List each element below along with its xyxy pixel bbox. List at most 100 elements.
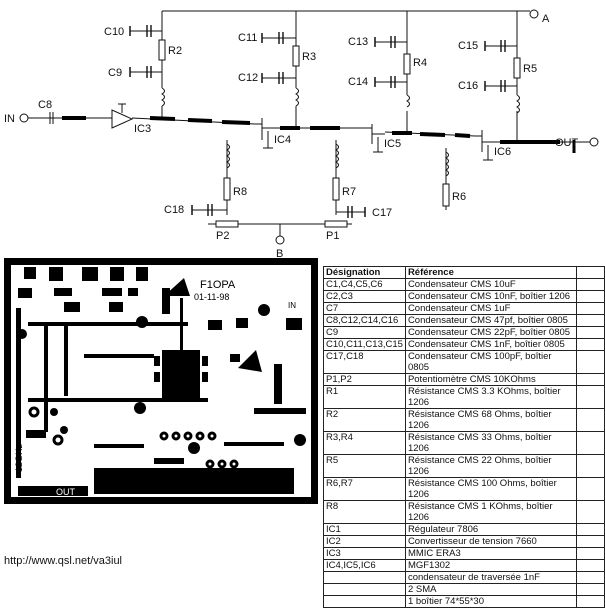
bom-designation: C8,C12,C14,C16 bbox=[323, 314, 406, 327]
source-url: http://www.qsl.net/va3iul bbox=[4, 555, 123, 567]
pcb-in-label: IN bbox=[288, 301, 296, 310]
bom-extra bbox=[575, 350, 605, 374]
label-c15: C15 bbox=[458, 40, 478, 52]
bom-reference: Résistance CMS 68 Ohms, boîtier 1206 bbox=[404, 408, 577, 432]
bom-designation: P1,P2 bbox=[323, 373, 406, 386]
bom-reference: Condensateur CMS 1uF bbox=[404, 302, 577, 315]
label-ic4: IC4 bbox=[274, 134, 291, 146]
bom-extra bbox=[575, 571, 605, 584]
bom-extra bbox=[575, 583, 605, 596]
label-c9: C9 bbox=[108, 67, 122, 79]
label-in: IN bbox=[4, 113, 15, 125]
bom-reference: Condensateur CMS 22pF, boîtier 0805 bbox=[404, 326, 577, 339]
label-a: A bbox=[542, 13, 550, 25]
bom-extra bbox=[575, 373, 605, 386]
label-c11: C11 bbox=[238, 32, 257, 44]
bom-extra bbox=[575, 431, 605, 455]
bom-extra bbox=[575, 523, 605, 536]
bom-designation: IC4,IC5,IC6 bbox=[323, 559, 406, 572]
label-p2: P2 bbox=[216, 230, 229, 242]
bom-designation: C17,C18 bbox=[323, 350, 406, 374]
bom-extra bbox=[575, 302, 605, 315]
bom-reference: Résistance CMS 100 Ohms, boîtier 1206 bbox=[404, 477, 577, 501]
bom-designation bbox=[323, 571, 406, 584]
bom-designation: C9 bbox=[323, 326, 406, 339]
label-p1: P1 bbox=[326, 230, 339, 242]
bom-reference: Résistance CMS 22 Ohms, boîtier 1206 bbox=[404, 454, 577, 478]
bom-reference: Condensateur CMS 1nF, boîtier 0805 bbox=[404, 338, 577, 351]
pcb-date: 01-11-98 bbox=[194, 292, 229, 302]
bom-extra bbox=[575, 290, 605, 303]
bom-extra bbox=[575, 385, 605, 409]
label-ic6: IC6 bbox=[494, 146, 511, 158]
bom-designation: C2,C3 bbox=[323, 290, 406, 303]
label-r5: R5 bbox=[523, 63, 537, 75]
bom-extra bbox=[575, 547, 605, 560]
bom-extra bbox=[575, 535, 605, 548]
bom-reference: Potentiomètre CMS 10KOhms bbox=[404, 373, 577, 386]
bom-header-row: Désignation Référence bbox=[323, 266, 605, 279]
label-c8: C8 bbox=[38, 99, 52, 111]
pcb-freq-label: 12GHz bbox=[14, 443, 24, 472]
bom-reference: Régulateur 7806 bbox=[404, 523, 577, 536]
table-row: 2 SMA bbox=[323, 583, 605, 596]
label-r4: R4 bbox=[413, 57, 427, 69]
bom-reference: Condensateur CMS 10uF bbox=[404, 278, 577, 291]
pcb-supply-label: +12V bbox=[252, 472, 276, 483]
bom-reference: Résistance CMS 1 KOhms, boîtier 1206 bbox=[404, 500, 577, 524]
bom-designation: R8 bbox=[323, 500, 406, 524]
bom-designation: R3,R4 bbox=[323, 431, 406, 455]
bom-designation: R5 bbox=[323, 454, 406, 478]
label-c14: C14 bbox=[348, 76, 368, 88]
a-terminal bbox=[529, 9, 539, 19]
amplifier-schematic: IN OUT A B C8 C9 C10 C11 C12 C13 C14 C15… bbox=[4, 9, 599, 258]
bom-header-reference: Référence bbox=[404, 266, 577, 279]
bom-designation: IC1 bbox=[323, 523, 406, 536]
label-out: OUT bbox=[555, 137, 579, 149]
bom-extra bbox=[575, 595, 605, 608]
label-r2: R2 bbox=[168, 45, 182, 57]
bom-designation bbox=[323, 595, 406, 608]
bom-extra bbox=[575, 326, 605, 339]
bom-designation: R2 bbox=[323, 408, 406, 432]
bom-designation: C7 bbox=[323, 302, 406, 315]
bom-reference: Résistance CMS 3.3 KOhms, boîtier 1206 bbox=[404, 385, 577, 409]
bom-designation: R6,R7 bbox=[323, 477, 406, 501]
label-ic3: IC3 bbox=[134, 123, 151, 135]
bom-extra bbox=[575, 477, 605, 501]
bom-header-designation: Désignation bbox=[323, 266, 406, 279]
label-r7: R7 bbox=[342, 186, 356, 198]
label-c17: C17 bbox=[372, 207, 392, 219]
b-terminal bbox=[275, 235, 285, 245]
label-c18: C18 bbox=[164, 204, 184, 216]
bom-reference: MMIC ERA3 bbox=[404, 547, 577, 560]
bom-reference: 2 SMA bbox=[404, 583, 577, 596]
bom-reference: Condensateur CMS 10nF, boîtier 1206 bbox=[404, 290, 577, 303]
label-r6: R6 bbox=[452, 191, 466, 203]
pcb-layout: F1OPA 01-11-98 IN +12V 12GHz OUT bbox=[4, 258, 318, 504]
bom-extra bbox=[575, 338, 605, 351]
table-row: 1 boîtier 74*55*30 bbox=[323, 595, 605, 608]
bom-designation: R1 bbox=[323, 385, 406, 409]
label-c10: C10 bbox=[104, 26, 124, 38]
label-c16: C16 bbox=[458, 80, 478, 92]
bom-designation: C10,C11,C13,C15 bbox=[323, 338, 406, 351]
